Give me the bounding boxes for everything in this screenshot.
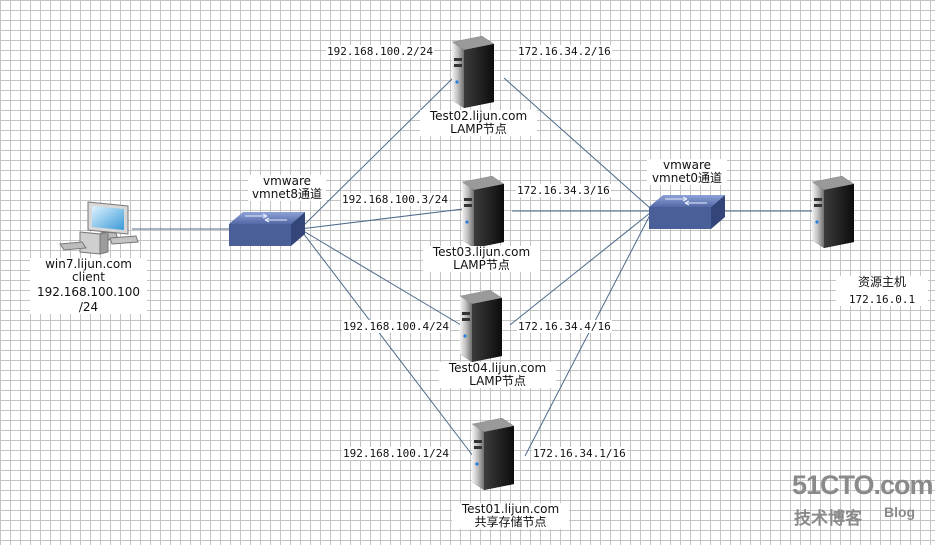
vmnet0-switch-label: vmware vmnet0通道 [647, 159, 727, 185]
link-test01-vmnet0 [524, 214, 651, 457]
test04-role: LAMP节点 [469, 374, 526, 388]
watermark-tag: 技术博客 [794, 509, 862, 528]
resource-host-label: 资源主机 172.16.0.1 [836, 276, 928, 306]
test03-role: LAMP节点 [453, 258, 510, 272]
test01-ip-vmnet8: 192.168.100.1/24 [342, 447, 450, 460]
client-ip: 192.168.100.100 [36, 285, 141, 299]
test02-server-icon [452, 36, 494, 108]
test02-role: LAMP节点 [450, 122, 507, 136]
watermark-blog: Blog [884, 504, 916, 520]
test02-ip-vmnet0: 172.16.34.2/16 [517, 45, 612, 58]
link-test04-vmnet0 [509, 212, 651, 326]
test04-ip-vmnet8: 192.168.100.4/24 [342, 320, 450, 333]
test04-server-icon [460, 290, 502, 362]
test01-label: Test01.lijun.com 共享存储节点 [452, 503, 569, 529]
vmnet0-switch-icon [648, 194, 726, 230]
link-vmnet8-test04 [299, 228, 462, 326]
test04-ip-vmnet0: 172.16.34.4/16 [517, 320, 612, 333]
test04-hostname: Test04.lijun.com [448, 361, 547, 375]
test01-ip-vmnet0: 172.16.34.1/16 [532, 447, 627, 460]
client-netmask: /24 [78, 300, 99, 314]
link-vmnet8-test01 [299, 228, 474, 457]
client-label: win7.lijun.com client 192.168.100.100 /2… [30, 258, 147, 314]
resource-host-ip: 172.16.0.1 [848, 293, 916, 306]
client-role: client [72, 270, 105, 284]
link-vmnet8-test03 [299, 208, 464, 230]
test01-server-icon [472, 418, 514, 490]
test02-ip-vmnet8: 192.168.100.2/24 [326, 45, 434, 58]
test01-hostname: Test01.lijun.com [461, 502, 560, 516]
test03-ip-vmnet0: 172.16.34.3/16 [516, 184, 611, 197]
watermark-site: 51CTO.com [792, 470, 934, 500]
test03-hostname: Test03.lijun.com [432, 245, 531, 259]
vmnet8-switch-label: vmware vmnet8通道 [248, 175, 326, 201]
test03-label: Test03.lijun.com LAMP节点 [423, 246, 540, 272]
vmnet0-name: vmnet0通道 [651, 171, 723, 185]
resource-host-name: 资源主机 [857, 275, 906, 289]
link-vmnet8-test02 [299, 77, 454, 230]
vmnet8-name: vmnet8通道 [251, 187, 323, 201]
test02-hostname: Test02.lijun.com [429, 109, 528, 123]
test02-label: Test02.lijun.com LAMP节点 [420, 110, 537, 136]
client-computer-icon [59, 201, 139, 255]
test01-role: 共享存储节点 [474, 515, 547, 529]
vmnet8-vendor: vmware [262, 174, 311, 188]
vmnet0-vendor: vmware [662, 158, 711, 172]
test03-server-icon [462, 176, 504, 248]
link-test02-vmnet0 [503, 77, 651, 209]
resource-host-server-icon [812, 176, 854, 248]
client-hostname: win7.lijun.com [45, 257, 132, 271]
vmnet8-switch-icon [228, 211, 306, 247]
test04-label: Test04.lijun.com LAMP节点 [439, 362, 556, 388]
test03-ip-vmnet8: 192.168.100.3/24 [341, 193, 449, 206]
